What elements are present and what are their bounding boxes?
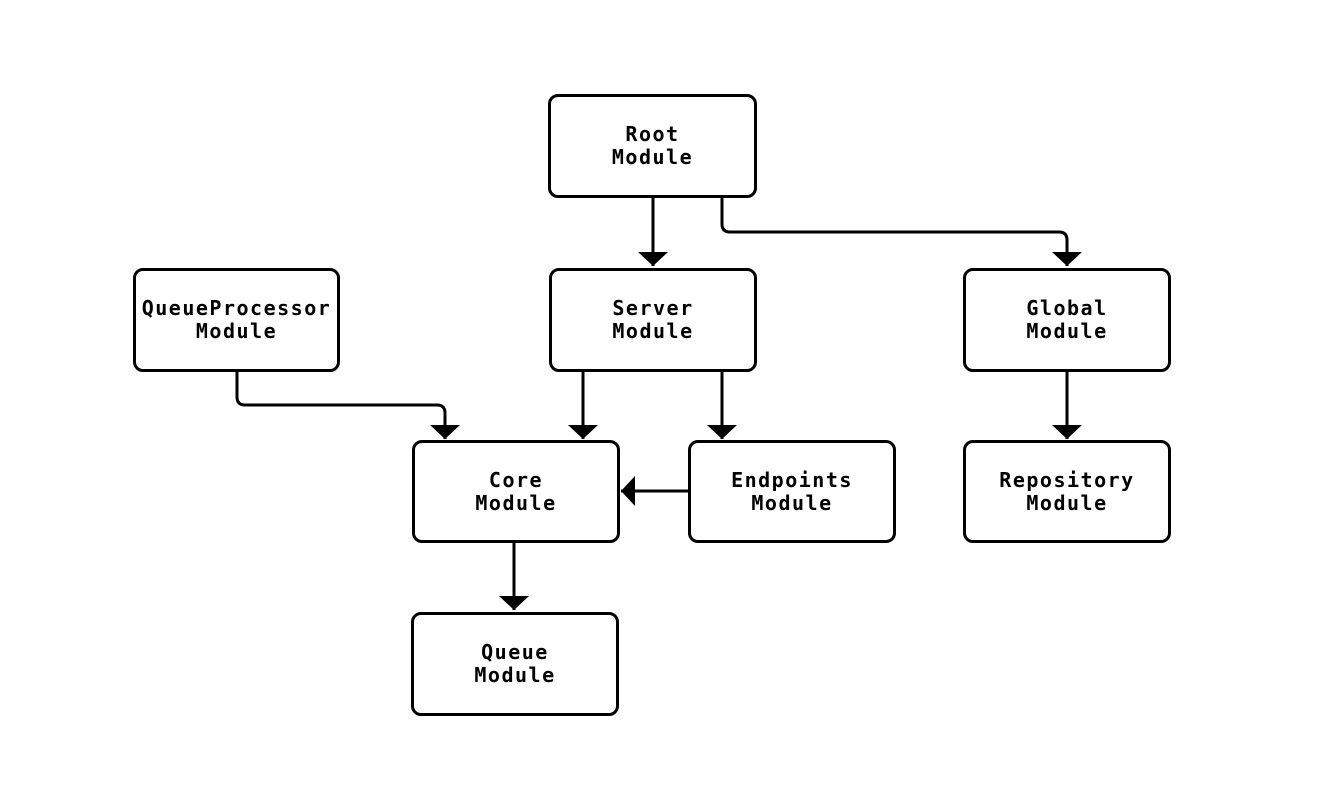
node-label-line2: Module xyxy=(1026,490,1108,515)
node-label-line2: Module xyxy=(475,490,557,515)
node-label-line2: Module xyxy=(474,663,556,687)
node-label-line1: Queue xyxy=(481,640,549,664)
node-label-line1: Endpoints xyxy=(731,467,853,492)
edge-queueprocessor-to-core xyxy=(235,371,460,439)
node-queueprocessor-module: QueueProcessor Module xyxy=(133,268,340,372)
node-label-line1: Global xyxy=(1026,296,1108,320)
node-label-line2: Module xyxy=(1026,319,1108,343)
node-label-line1: Root xyxy=(625,122,680,146)
node-queue-module: Queue Module xyxy=(411,612,619,716)
node-label-line1: QueueProcessor xyxy=(141,296,332,320)
node-core-module: Core Module xyxy=(412,440,620,543)
node-label-line2: Module xyxy=(612,319,694,343)
node-label-line1: Repository xyxy=(999,467,1135,492)
node-label-line2: Module xyxy=(195,319,278,343)
node-server-module: Server Module xyxy=(549,268,757,372)
node-root-module: Root Module xyxy=(548,94,757,198)
node-label-line1: Server xyxy=(612,296,694,320)
node-label-line1: Core xyxy=(488,467,544,492)
node-label-line2: Module xyxy=(751,490,833,515)
node-endpoints-module: Endpoints Module xyxy=(688,440,896,543)
node-label-line2: Module xyxy=(611,145,694,169)
node-repository-module: Repository Module xyxy=(963,440,1171,543)
edge-root-to-global xyxy=(720,198,1082,266)
node-global-module: Global Module xyxy=(963,268,1171,372)
